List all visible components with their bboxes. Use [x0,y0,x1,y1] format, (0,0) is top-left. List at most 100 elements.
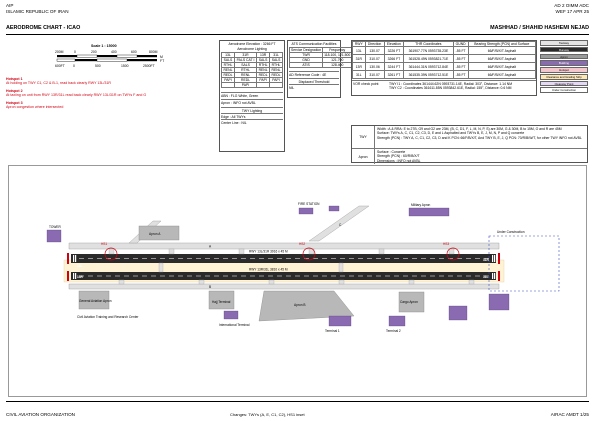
apron-b-area [258,290,355,322]
building [488,293,510,311]
meters-unit: M [160,55,163,59]
cell: 66/F/B/X/T Asphalt [467,62,537,71]
twy-center-info: Center Line : NIL [221,119,283,125]
scale-bar: Scale 1 : 15000 200M 0 200 400 600 800M … [55,44,180,74]
cell: 128.400 [322,62,353,68]
m-tick-3: 400 [111,50,117,54]
parallel-taxiway [68,242,500,250]
aerodrome-name: MASHHAD / SHAHID HASHEMI NEJAD [490,25,589,31]
header-left: AIP ISLAMIC REPUBLIC OF IRAN [6,3,69,15]
cell: 130.06 [364,62,385,71]
m-tick-0: 200M [55,50,64,54]
cell: 361535.39N 0593712.51E [403,70,454,79]
cell: RENL [256,67,271,73]
hotspot-1-circle [104,247,118,261]
legend-clearance: Clearance and Grading Strip [540,73,588,80]
cell: 13L [352,46,366,55]
twy-a-label: A [209,245,212,249]
twy-strength: Strength (PCN) : TWY A, C, C1, C2, C3, D… [377,135,582,140]
ad-ref-code: AD Reference Code : 4E [289,71,339,77]
ats-title: ATS Communication Facilities [291,42,337,46]
cell: 3266 FT [383,54,405,63]
rwy-main-label: RWY 13L/31R 3916 x 45 M [249,250,288,254]
table-row: PAPI [221,82,283,88]
cell: 310.07 [364,54,385,63]
terminal-2-label: Terminal 2 [386,329,401,333]
building [328,205,340,212]
apron-a-label: Apron A [149,232,161,236]
twy-edge-info: Edge : All TWYs [221,113,283,119]
apron-b-label: Apron B [294,303,306,307]
building [328,315,352,327]
hotspot-note-1: Hotspot 1 At holding on TWY C1, C2 & B-1… [6,77,206,86]
rwy-13l-label: 13L [77,264,83,268]
apron-strength: Strength (PCN) : 60/R/B/X/T [377,154,420,159]
building [388,315,406,327]
legend-taxiway: Taxiway [540,40,588,46]
legend-clearway: Clearway Point [540,80,588,87]
legend-under-construction: Under Construction [540,87,588,94]
terminal-apron-area [208,290,235,310]
vor-line-2: TWY C2 : Coordinates 361611.85N 0593842.… [389,86,512,91]
m-tick-2: 200 [91,50,97,54]
country-label: ISLAMIC REPUBLIC OF IRAN [6,9,69,15]
apron-dimensions: Dimensions : INFO not AVBL [377,158,421,163]
runway-13r-31l [71,272,496,280]
twy-apron-info: TWY Width : A & RRA: E to 27B, G9 and G2… [351,125,588,164]
legend-building: Building [540,60,588,66]
twy-c-label: C [339,223,342,227]
ft-tick-2: 500 [95,64,101,68]
gen-avn-label: General Aviation Apron [79,299,112,303]
hotspot-2-title: Hotspot 2 [6,88,23,93]
hotspot-3-title: Hotspot 3 [6,100,23,105]
cell: 310.07 [364,70,385,79]
tower-label: TOWER [49,225,62,229]
twy-info-label: TWY [352,126,375,148]
pcn-col: Bearing Strength (PCN) and Surface [467,41,537,47]
header-rule [6,34,589,35]
apron-info-text: Surface : Concrete Strength (PCN) : 60/R… [375,149,422,164]
scale-graphic: 200M 0 200 400 600 800M M FT 600FT 0 500… [55,50,164,68]
elevation-title: Aerodrome Elevation : 3266 FT [228,42,276,46]
footer-rule [6,401,589,402]
ft-tick-3: 1500 [121,64,129,68]
twy-info-text: Width : A & RRA: E to 27B, G9 and G2 are… [375,126,584,148]
cell: -55 FT [452,46,469,55]
cell: PAPI [233,82,258,88]
twy-b-label: B [209,285,211,289]
twy-lighting-title: TWY Lighting [221,107,283,113]
m-tick-1: 0 [74,50,76,54]
cell: 3261 FT [383,70,405,79]
military-label: Military Apron [411,203,431,207]
displaced-title: Displaced Threshold [289,78,339,84]
building [223,310,239,320]
chart-code: AD 2 OIMM ADC [554,3,589,8]
displaced-value: NIL [289,84,339,90]
cell: REDL [221,72,235,78]
hotspot-notes: Hotspot 1 At holding on TWY C1, C2 & B-1… [6,77,206,110]
hs3-label: HS3 [443,242,449,246]
legend-apron: Apron [540,53,588,60]
apron-lighting-info: Apron : INFO not AVBL [221,99,283,105]
hotspot-1-text: At holding on TWY C1, C2 & B-1, read bac… [6,81,112,86]
cell: -55 FT [452,62,469,71]
fire-station-label: FIRE STATION [298,202,320,206]
international-label: International Terminal [219,323,250,327]
cell: 13R [352,62,366,71]
apron-info-row: Apron Surface : Concrete Strength (PCN) … [352,149,587,164]
cargo-apron-area [398,291,425,313]
cell: -55 FT [452,54,469,63]
effective-date: WEF 17 APR 25 [555,9,589,15]
apron-a-area [138,225,180,241]
vor-detail: TWY I1 : Coordinates 361444.62N 0593731.… [388,81,513,92]
ft-tick-4: 2500FT [143,64,155,68]
gen-avn-apron-area [78,290,110,310]
footer-right: AIRAC AMDT 1/25 [550,412,589,417]
